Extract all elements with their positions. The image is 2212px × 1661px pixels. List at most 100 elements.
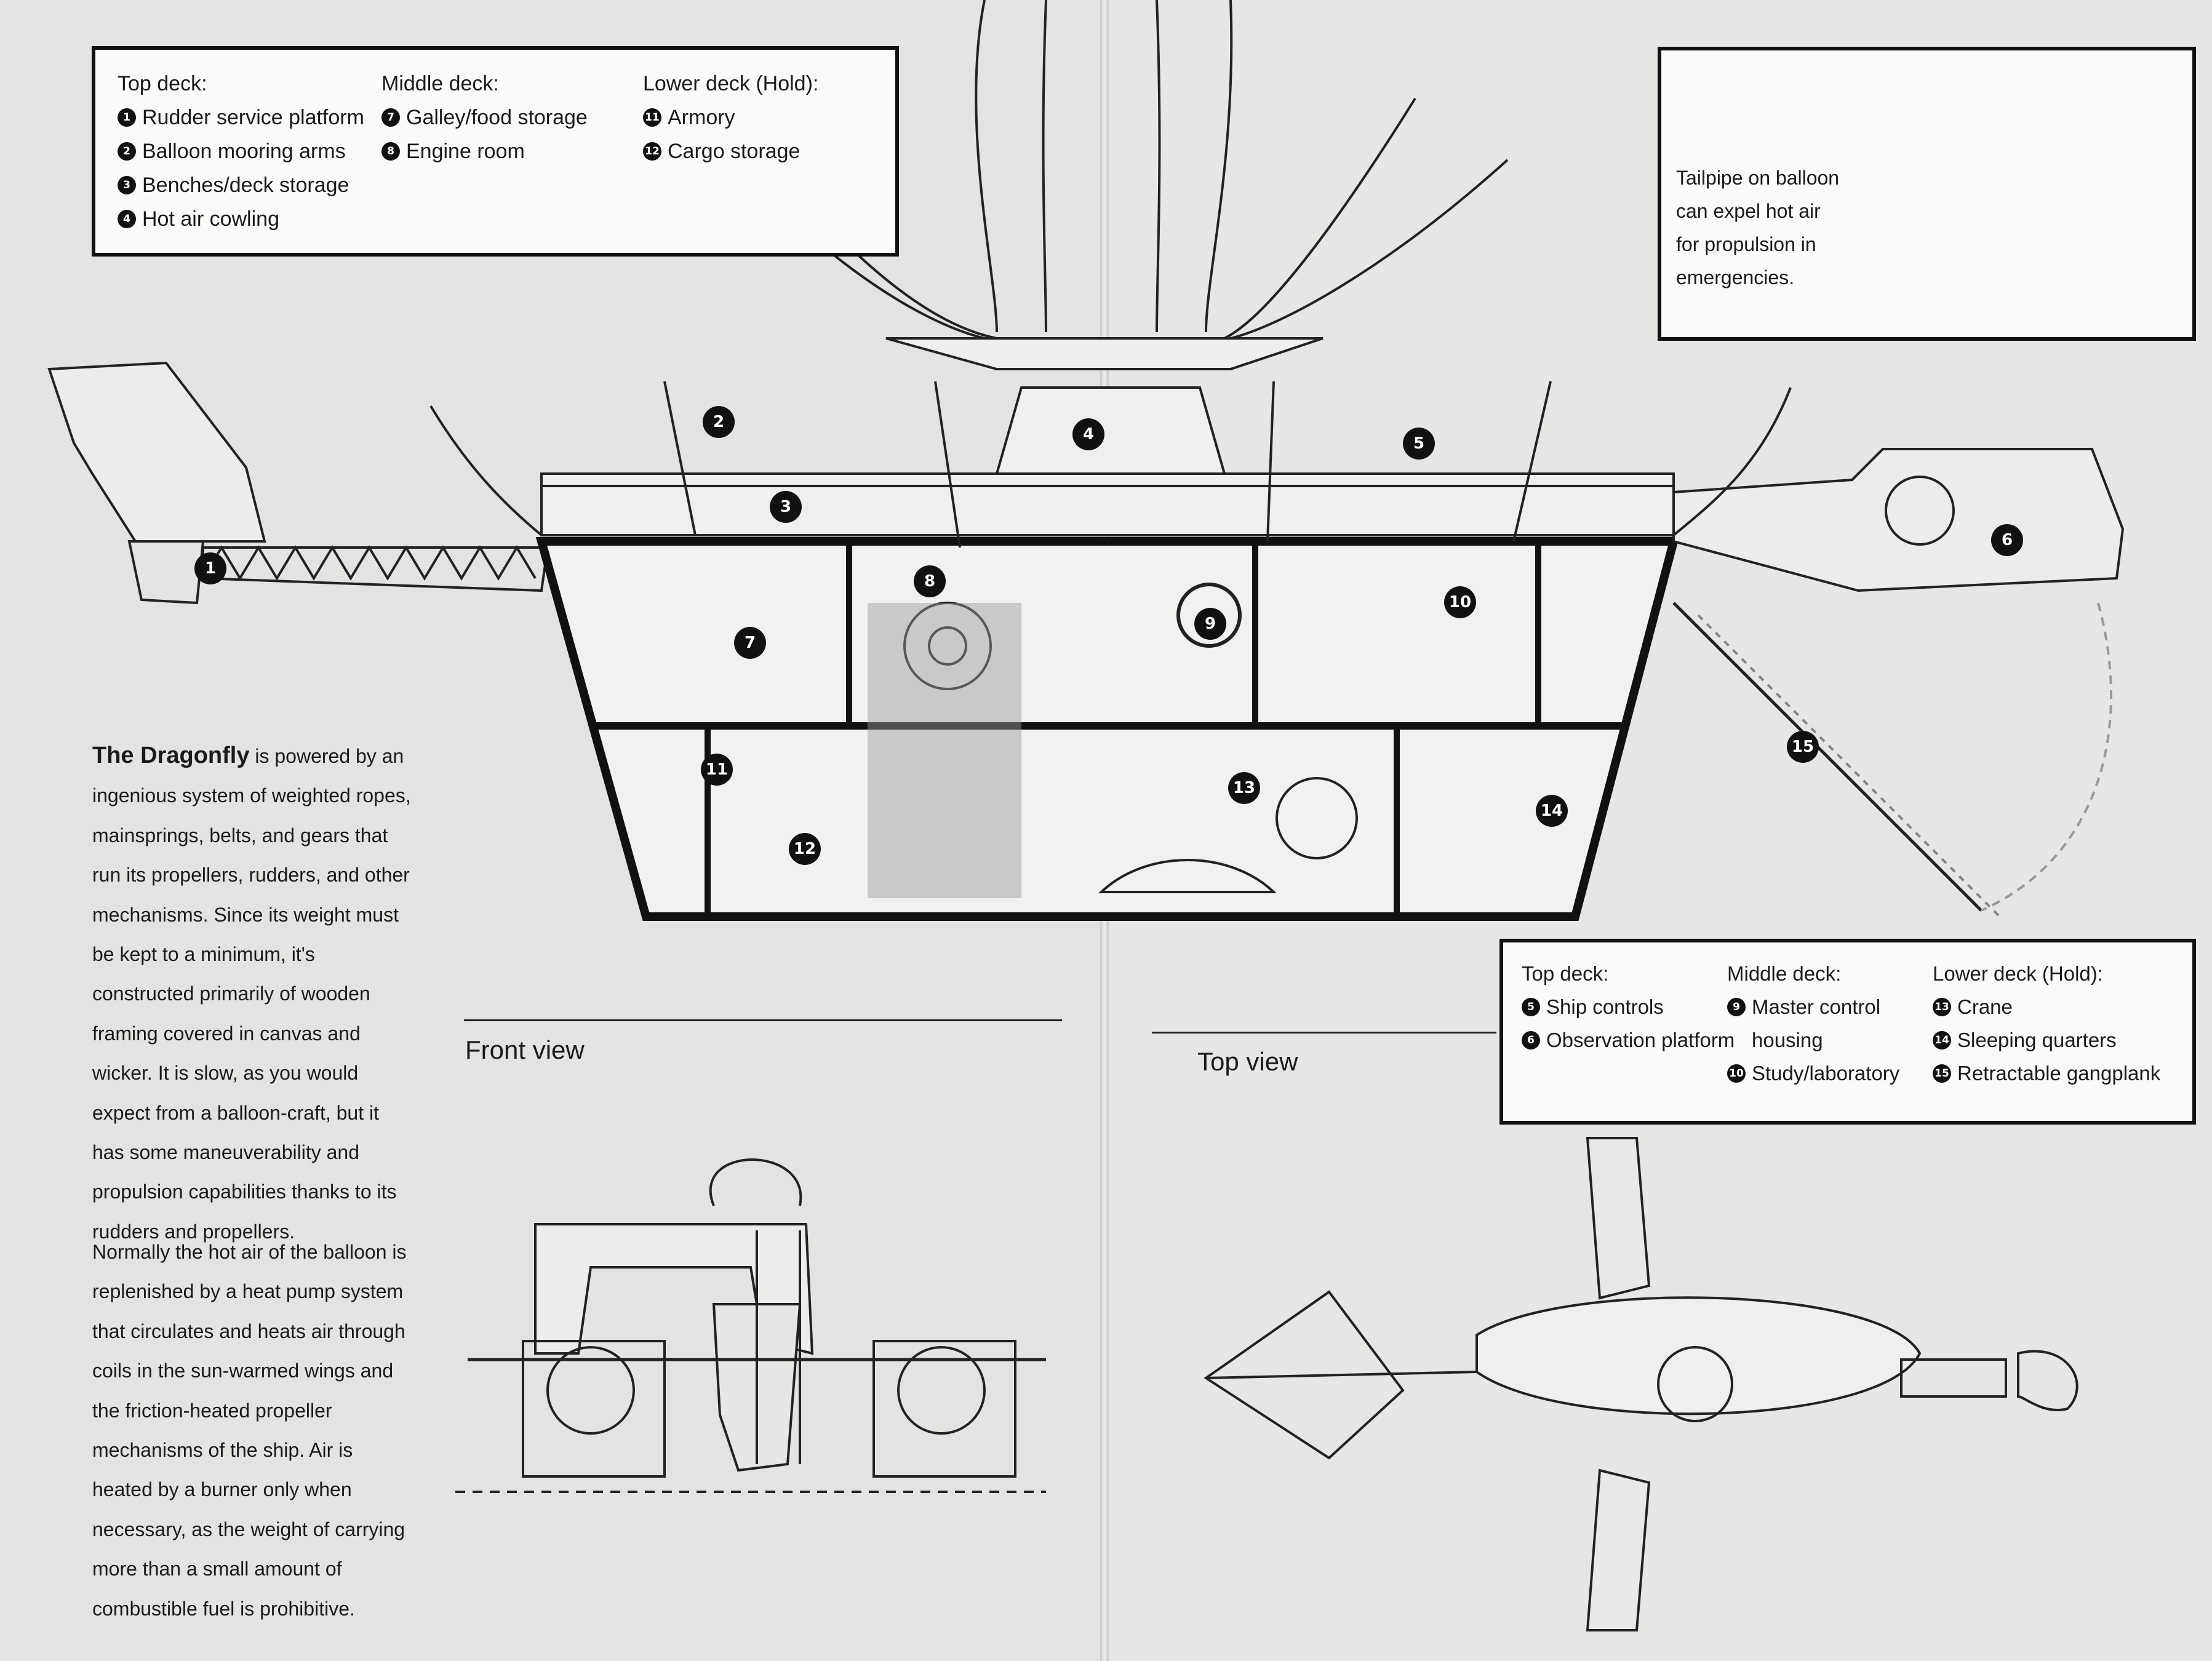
callout-3: 3 bbox=[770, 491, 802, 523]
legend-label: Sleeping quarters bbox=[1957, 1029, 2117, 1051]
svg-text:12: 12 bbox=[794, 840, 816, 858]
legend-label: Study/laboratory bbox=[1752, 1062, 1900, 1085]
callout-7: 7 bbox=[734, 627, 766, 659]
legend-item: 15 Retractable gangplank bbox=[1933, 1057, 2160, 1090]
svg-text:13: 13 bbox=[1233, 779, 1255, 797]
legend-label: Hot air cowling bbox=[142, 207, 279, 231]
callout-14: 14 bbox=[1536, 795, 1568, 827]
legend-header: Top deck: bbox=[118, 72, 207, 95]
number-badge: 13 bbox=[1933, 998, 1951, 1016]
number-badge: 10 bbox=[1727, 1064, 1746, 1083]
legend-label: Ship controls bbox=[1546, 995, 1664, 1018]
number-badge: 8 bbox=[381, 142, 400, 161]
number-badge: 5 bbox=[1522, 998, 1540, 1016]
legend-item: 13 Crane bbox=[1933, 990, 2160, 1024]
front-view-label: Front view bbox=[465, 1035, 585, 1064]
number-badge: 12 bbox=[643, 142, 661, 161]
legend-bottom: Top deck: 5 Ship controls 6 Observation pl… bbox=[1499, 939, 2196, 1125]
legend-item: 5 Ship controls bbox=[1522, 990, 1735, 1024]
svg-text:2: 2 bbox=[713, 413, 724, 431]
number-badge: 3 bbox=[118, 176, 136, 194]
number-badge: 7 bbox=[381, 108, 400, 127]
legend-item: 7 Galley/food storage bbox=[381, 101, 588, 135]
top-view-label: Top view bbox=[1197, 1047, 1298, 1076]
legend-label: Engine room bbox=[406, 140, 525, 163]
tailpipe-inset: Tailpipe on balloon can expel hot air fo… bbox=[1658, 47, 2196, 341]
legend-label: Armory bbox=[668, 106, 735, 129]
callout-6: 6 bbox=[1991, 524, 2023, 556]
legend-item: 2 Balloon mooring arms bbox=[118, 135, 364, 169]
callout-1: 1 bbox=[194, 552, 226, 584]
legend-label: Observation platform bbox=[1546, 1029, 1735, 1051]
legend-top-col-1: Top deck: 1 Rudder service platform 2 Ball… bbox=[118, 67, 364, 236]
legend-item: 3 Benches/deck storage bbox=[118, 169, 364, 202]
number-badge: 6 bbox=[1522, 1031, 1540, 1050]
number-badge: 4 bbox=[118, 210, 136, 228]
svg-text:11: 11 bbox=[706, 760, 728, 779]
airship-name: The Dragonfly bbox=[92, 743, 250, 768]
svg-text:14: 14 bbox=[1541, 802, 1563, 820]
svg-text:5: 5 bbox=[1413, 434, 1424, 453]
legend-bottom-col-3: Lower deck (Hold): 13 Crane 14 Sleeping qu… bbox=[1933, 957, 2160, 1090]
svg-text:15: 15 bbox=[1792, 738, 1814, 756]
svg-text:7: 7 bbox=[745, 634, 756, 652]
legend-header: Middle deck: bbox=[381, 72, 499, 95]
svg-text:1: 1 bbox=[205, 559, 216, 578]
callout-4: 4 bbox=[1072, 418, 1104, 450]
legend-item: 4 Hot air cowling bbox=[118, 202, 364, 236]
legend-top: Top deck: 1 Rudder service platform 2 Ball… bbox=[92, 46, 899, 257]
legend-label: Crane bbox=[1957, 995, 2013, 1018]
paragraph-text: is powered by an ingenious system of wei… bbox=[92, 745, 411, 1243]
number-badge: 9 bbox=[1727, 998, 1746, 1016]
legend-bottom-col-1: Top deck: 5 Ship controls 6 Observation pl… bbox=[1522, 957, 1735, 1057]
legend-label: Galley/food storage bbox=[406, 106, 588, 129]
legend-item: 1 Rudder service platform bbox=[118, 101, 364, 135]
legend-item: 14 Sleeping quarters bbox=[1933, 1024, 2160, 1057]
svg-text:8: 8 bbox=[924, 572, 935, 591]
number-badge: 1 bbox=[118, 108, 136, 127]
top-view-rule bbox=[1152, 1032, 1496, 1034]
number-badge: 2 bbox=[118, 142, 136, 161]
legend-item: 8 Engine room bbox=[381, 135, 588, 169]
legend-label: Cargo storage bbox=[668, 140, 801, 163]
legend-header: Middle deck: bbox=[1727, 962, 1842, 985]
legend-header: Lower deck (Hold): bbox=[1933, 962, 2103, 985]
svg-text:9: 9 bbox=[1205, 615, 1216, 633]
callout-8: 8 bbox=[914, 565, 946, 597]
callout-markers: 1 2 3 4 5 6 7 8 9 10 11 12 13 14 15 bbox=[194, 406, 2023, 865]
legend-item: 12 Cargo storage bbox=[643, 135, 818, 169]
legend-label: Rudder service platform bbox=[142, 106, 364, 129]
legend-label: Balloon mooring arms bbox=[142, 140, 346, 163]
callout-5: 5 bbox=[1403, 428, 1435, 460]
number-badge: 14 bbox=[1933, 1031, 1951, 1050]
legend-header: Lower deck (Hold): bbox=[643, 72, 819, 95]
inset-caption: Tailpipe on balloon can expel hot air fo… bbox=[1676, 167, 1840, 289]
callout-15: 15 bbox=[1787, 731, 1819, 763]
legend-header: Top deck: bbox=[1522, 962, 1609, 985]
callout-12: 12 bbox=[789, 833, 821, 865]
front-view-rule bbox=[464, 1019, 1062, 1021]
legend-item: 6 Observation platform bbox=[1522, 1024, 1735, 1057]
callout-9: 9 bbox=[1194, 608, 1226, 640]
number-badge: 11 bbox=[643, 108, 661, 127]
svg-text:10: 10 bbox=[1449, 593, 1471, 611]
legend-label: Retractable gangplank bbox=[1957, 1062, 2161, 1085]
callout-11: 11 bbox=[701, 754, 733, 786]
legend-top-col-2: Middle deck: 7 Galley/food storage 8 Engin… bbox=[381, 67, 588, 169]
legend-item: 10 Study/laboratory bbox=[1727, 1057, 1906, 1090]
svg-text:3: 3 bbox=[780, 498, 791, 516]
number-badge: 15 bbox=[1933, 1064, 1951, 1083]
legend-label: Benches/deck storage bbox=[142, 173, 349, 197]
legend-top-col-3: Lower deck (Hold): 11 Armory 12 Cargo stor… bbox=[643, 67, 818, 169]
legend-bottom-col-2: Middle deck: 9 Master control housing 10 S… bbox=[1727, 957, 1906, 1090]
svg-text:4: 4 bbox=[1083, 425, 1094, 444]
callout-10: 10 bbox=[1444, 586, 1476, 618]
legend-label: Master control housing bbox=[1752, 995, 1881, 1051]
svg-text:6: 6 bbox=[2002, 531, 2013, 549]
description-paragraph-2: Normally the hot air of the balloon is r… bbox=[92, 1241, 407, 1620]
callout-13: 13 bbox=[1228, 772, 1260, 804]
legend-item: 9 Master control housing bbox=[1727, 990, 1906, 1057]
legend-item: 11 Armory bbox=[643, 101, 818, 135]
callout-2: 2 bbox=[703, 406, 735, 438]
description-paragraph-1: The Dragonfly is powered by an ingenious… bbox=[92, 736, 412, 1251]
